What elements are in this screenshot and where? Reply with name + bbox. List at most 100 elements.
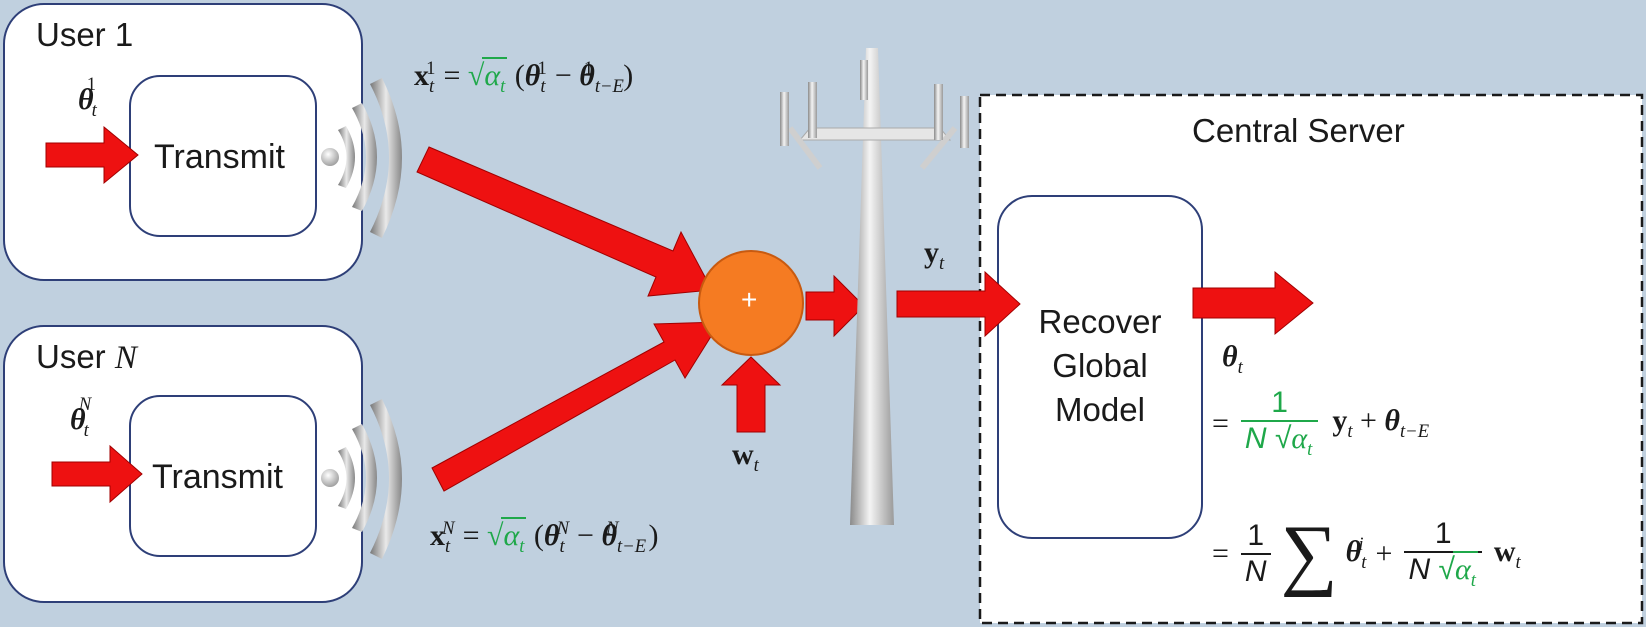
eq1-y-sub: t [1347, 421, 1353, 442]
recover-line3: Model [1055, 391, 1145, 428]
x1-rparen: ) [623, 59, 634, 92]
xN-theta-b-sub: t−E [617, 536, 647, 557]
eq2-w-sub: t [1515, 551, 1521, 573]
eq1-alpha-sub: t [1307, 439, 1313, 460]
eq1-fraction: 1 N √αt [1240, 386, 1319, 461]
eq1-rhs: yt + θt−E [1332, 404, 1429, 443]
x1-sup: 1 [426, 58, 436, 79]
eq1-y: y [1332, 404, 1348, 437]
adder-plus-symbol: + [741, 284, 758, 315]
recover-box [997, 195, 1203, 539]
xN-theta-a: θ [543, 519, 560, 552]
xN-symbol: x [430, 519, 445, 552]
x1-sqrt-alpha: √αt [467, 57, 508, 97]
userN-title-index: N [114, 340, 137, 376]
userN-theta-symbol: θ [70, 403, 86, 436]
noise-label: wt [732, 438, 759, 477]
eq2-numerator-a: 1 [1247, 519, 1265, 552]
eq2-w: w [1493, 534, 1516, 568]
eq2-theta-sub: t [1361, 552, 1367, 573]
eq1-equals: = [1212, 406, 1229, 440]
eq1-theta: θ [1384, 404, 1400, 437]
xN-theta-a-sup: N [556, 518, 570, 539]
x1-alpha-sub: t [500, 76, 506, 97]
x1-theta-a-sup: 1 [537, 58, 547, 79]
xN-alpha: α [503, 519, 520, 552]
recover-line2: Global [1052, 347, 1148, 384]
xN-theta-b: θ [601, 519, 618, 552]
eq2-alpha-sub: t [1470, 569, 1476, 591]
eq2-fraction-b: 1 N √αt [1404, 516, 1482, 592]
user1-theta-symbol: θ [78, 83, 94, 116]
eq2-theta: θ [1345, 535, 1362, 568]
signal-label: yt [924, 236, 944, 275]
eq2-numerator-b: 1 [1434, 516, 1452, 550]
adder-node [698, 250, 804, 356]
eq1-denominator: N √αt [1241, 420, 1318, 461]
noise-sub: t [753, 455, 759, 476]
recover-line1: Recover [1038, 303, 1162, 340]
noise-w: w [732, 438, 754, 471]
user1-input-arrow [45, 125, 139, 185]
x1-sub: t [429, 76, 435, 97]
eq2-w-term: wt [1494, 535, 1521, 574]
user1-theta-sub: t [91, 100, 97, 121]
userN-channel-arrow [431, 321, 721, 492]
userN-input-arrow [51, 444, 143, 504]
user1-theta-sup: 1 [86, 74, 97, 95]
x1-alpha: α [484, 59, 501, 92]
eq1-theta-sub: t−E [1400, 421, 1430, 442]
xN-sqrt-alpha: √αt [487, 517, 527, 557]
xN-sub: t [445, 536, 451, 557]
eq1-plus: + [1360, 404, 1377, 437]
user1-channel-arrow [416, 146, 713, 297]
eq2-alpha: α [1454, 552, 1471, 586]
x1-symbol: x [414, 59, 429, 92]
user1-title-index: 1 [114, 16, 134, 53]
eq1-N: N [1244, 422, 1267, 455]
signal-y: y [924, 236, 939, 269]
eq2-equals: = [1212, 537, 1229, 570]
recover-label: Recover Global Model [998, 300, 1202, 432]
eq1-numerator: 1 [1271, 386, 1288, 419]
xN-theta-b-sup: N [606, 518, 619, 539]
server-theta-label: θt [1222, 340, 1243, 379]
xN-theta-a-sub: t [559, 536, 565, 557]
noise-arrow [720, 356, 782, 433]
x1-equation: xt1= √αt (θt1− θt−E1) [414, 57, 634, 98]
adder-output-arrow [805, 274, 865, 338]
eq2-denominator-a: N [1244, 555, 1267, 588]
eq1-fraction-bar [1240, 420, 1319, 422]
eq2-theta-sup: i [1358, 534, 1364, 555]
userN-transmit-label: Transmit [152, 458, 283, 496]
uplink-arrow [896, 270, 1021, 338]
xN-equals: = [462, 519, 480, 552]
server-equation-2: = 1 N ∑ θti + 1 N √αt wt [1212, 514, 1521, 594]
x1-theta-a: θ [524, 59, 541, 92]
global-model-output-arrow [1192, 270, 1314, 336]
eq2-sum-symbol: ∑ [1280, 510, 1338, 598]
server-theta-sub: t [1237, 357, 1243, 378]
central-server-title: Central Server [1192, 112, 1405, 149]
x1-theta-b: θ [579, 59, 595, 92]
cell-tower-icon [780, 48, 969, 525]
user1-title-prefix: User [36, 16, 115, 53]
eq2-N: N [1408, 552, 1431, 586]
signal-sub: t [939, 253, 945, 274]
userN-title: User N [36, 338, 137, 377]
xN-alpha-sub: t [519, 536, 525, 557]
userN-theta-label: θtN [70, 394, 101, 442]
server-theta-symbol: θ [1222, 340, 1238, 373]
xN-lparen: ( [533, 519, 544, 552]
userN-title-prefix: User [36, 338, 115, 375]
eq2-theta-term: θti [1346, 534, 1372, 574]
xN-equation: xtN= √αt (θtN− θt−EN) [430, 517, 659, 558]
x1-minus: − [554, 59, 572, 92]
xN-rparen: ) [648, 519, 659, 552]
server-equation-1: = 1 N √αt yt + θt−E [1212, 386, 1429, 461]
eq1-sqrt-alpha: √αt [1274, 420, 1315, 460]
x1-theta-b-sub: t−E [594, 76, 624, 97]
xN-minus: − [577, 519, 594, 552]
user1-antenna-icon [321, 78, 402, 238]
